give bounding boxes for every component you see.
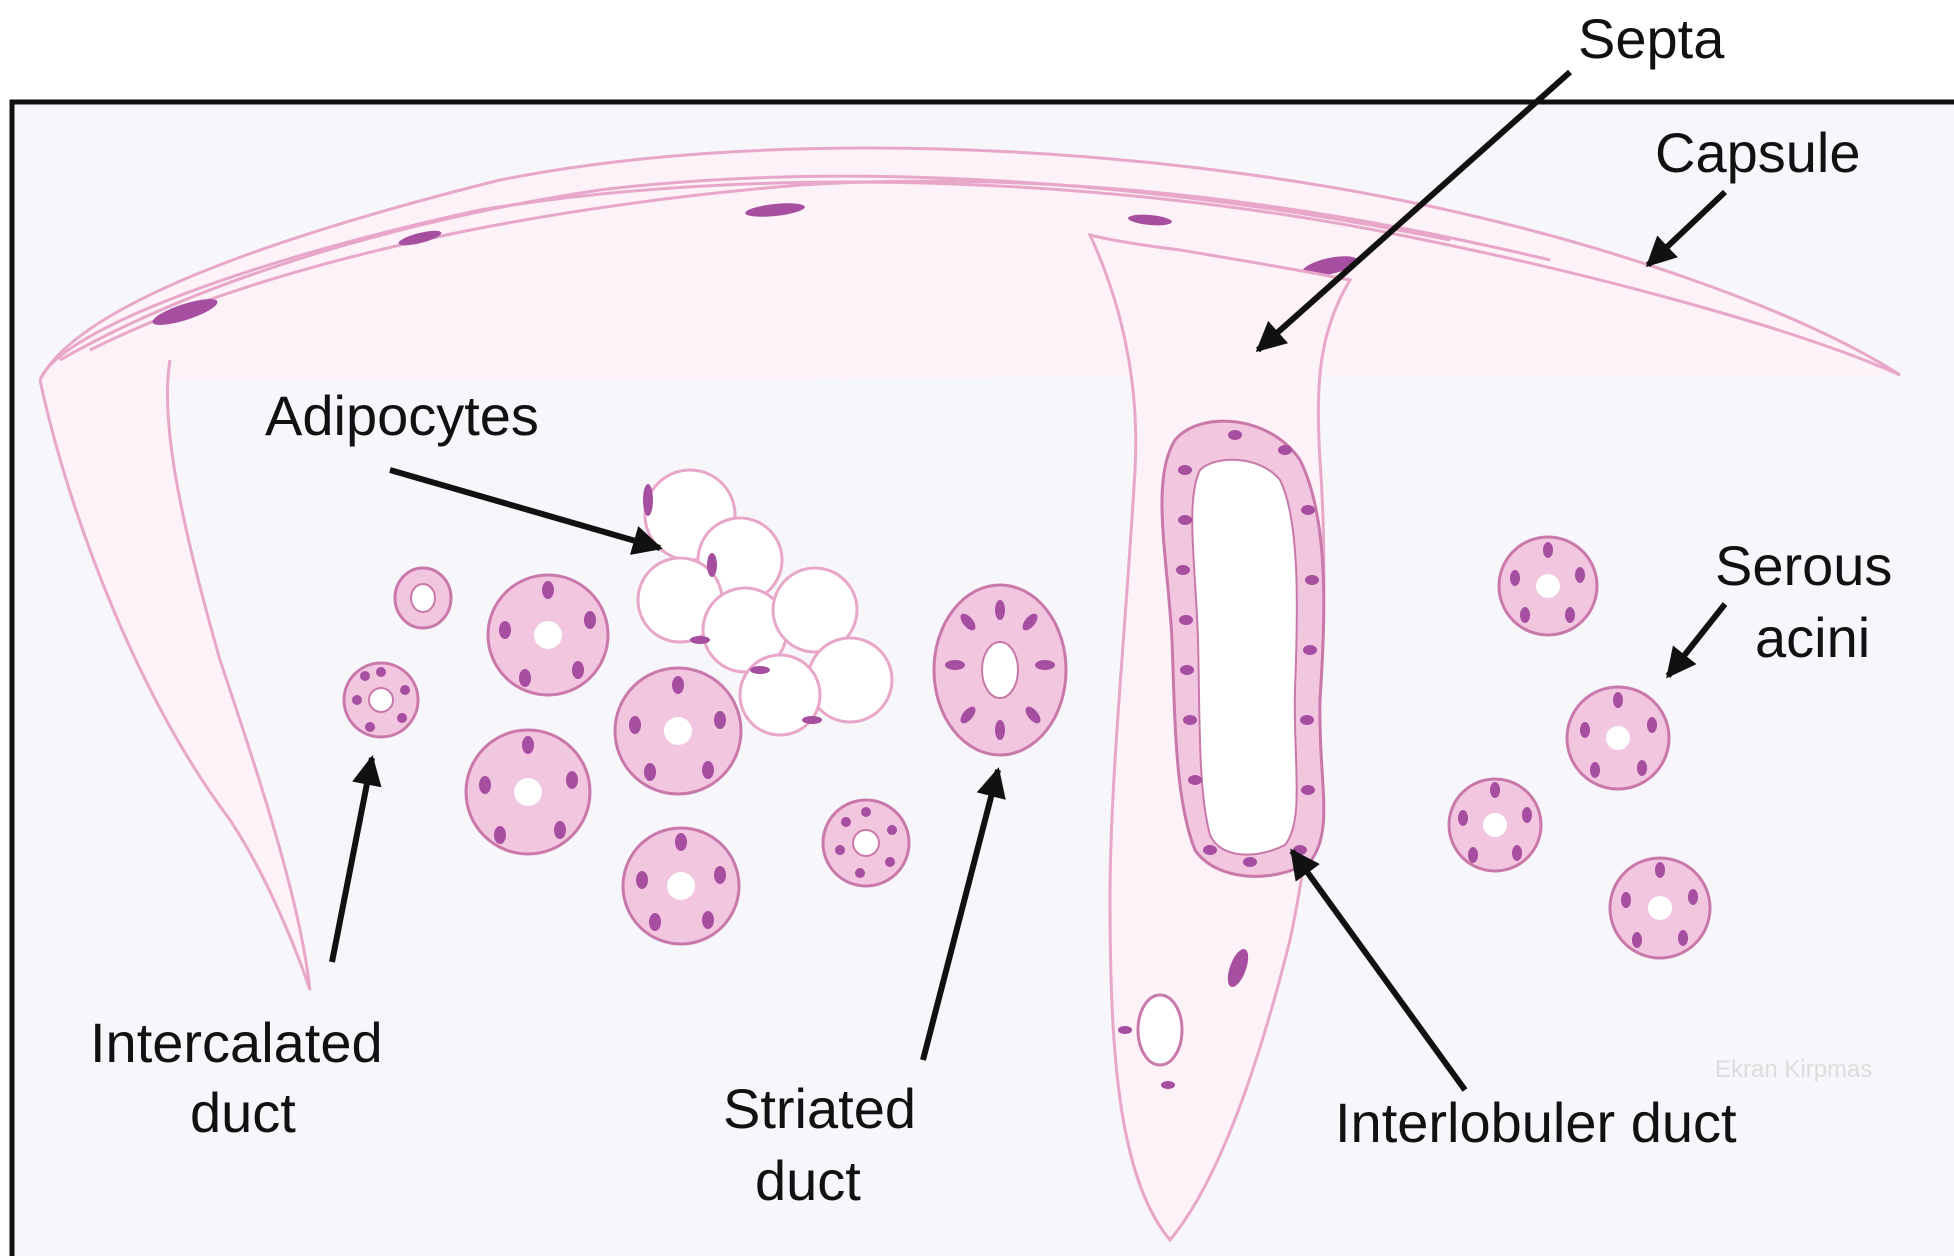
capsule-label: Capsule [1655, 121, 1860, 184]
interlobular-duct [1162, 421, 1324, 876]
serous-acinus [466, 730, 590, 854]
watermark: Ekran Kirpmas [1715, 1056, 1872, 1083]
adipocytes-label: Adipocytes [265, 384, 539, 447]
serous-acini-label-line1: Serous [1715, 534, 1892, 597]
serous-acinus [615, 668, 741, 794]
serous-acini-label-line2: acini [1755, 606, 1870, 669]
serous-acinus [1449, 779, 1541, 871]
interlobular-duct-label: Interlobuler duct [1335, 1091, 1737, 1154]
striated-duct-label-line1: Striated [723, 1077, 916, 1140]
intercalated-duct-1 [344, 663, 418, 737]
septa-label: Septa [1578, 7, 1725, 70]
small-duct [395, 568, 451, 628]
striated-duct-label-line2: duct [755, 1149, 861, 1212]
intercalated-duct-label-line2: duct [190, 1081, 296, 1144]
serous-acinus [1567, 687, 1669, 789]
intercalated-duct-2 [823, 800, 909, 886]
serous-acinus [1610, 858, 1710, 958]
striated-duct [934, 585, 1066, 755]
intercalated-duct-label-line1: Intercalated [90, 1011, 383, 1074]
serous-acinus [623, 828, 739, 944]
serous-acinus [488, 575, 608, 695]
serous-acinus [1499, 537, 1597, 635]
